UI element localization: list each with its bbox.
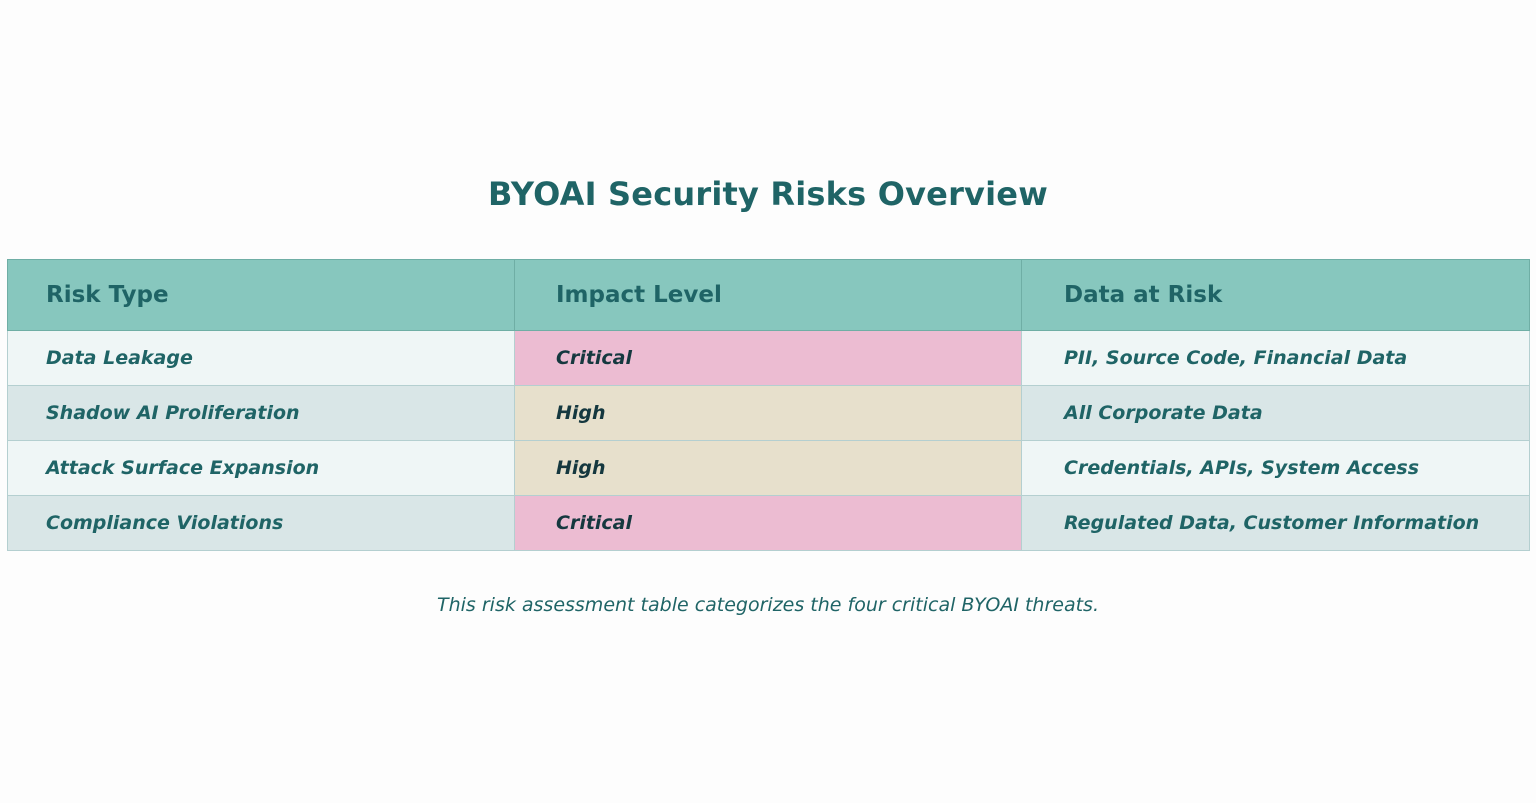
risk-table: Risk Type Impact Level Data at Risk Data…: [7, 259, 1530, 551]
risk-type-cell: Data Leakage: [7, 330, 515, 386]
data-at-risk-cell: Regulated Data, Customer Information: [1021, 495, 1530, 551]
column-header-impact-level: Impact Level: [514, 259, 1022, 331]
impact-level-cell: High: [514, 440, 1022, 496]
table-row: Data Leakage Critical PII, Source Code, …: [7, 330, 1530, 386]
risk-type-cell: Attack Surface Expansion: [7, 440, 515, 496]
risk-type-cell: Shadow AI Proliferation: [7, 385, 515, 441]
impact-level-cell: High: [514, 385, 1022, 441]
table-row: Compliance Violations Critical Regulated…: [7, 495, 1530, 551]
column-header-risk-type: Risk Type: [7, 259, 515, 331]
risk-type-cell: Compliance Violations: [7, 495, 515, 551]
impact-level-cell: Critical: [514, 330, 1022, 386]
table-caption: This risk assessment table categorizes t…: [436, 594, 1099, 616]
data-at-risk-cell: PII, Source Code, Financial Data: [1021, 330, 1530, 386]
data-at-risk-cell: Credentials, APIs, System Access: [1021, 440, 1530, 496]
table-row: Attack Surface Expansion High Credential…: [7, 440, 1530, 496]
page-title: BYOAI Security Risks Overview: [488, 175, 1048, 213]
table-header-row: Risk Type Impact Level Data at Risk: [7, 259, 1530, 331]
table-row: Shadow AI Proliferation High All Corpora…: [7, 385, 1530, 441]
impact-level-cell: Critical: [514, 495, 1022, 551]
data-at-risk-cell: All Corporate Data: [1021, 385, 1530, 441]
column-header-data-at-risk: Data at Risk: [1021, 259, 1530, 331]
